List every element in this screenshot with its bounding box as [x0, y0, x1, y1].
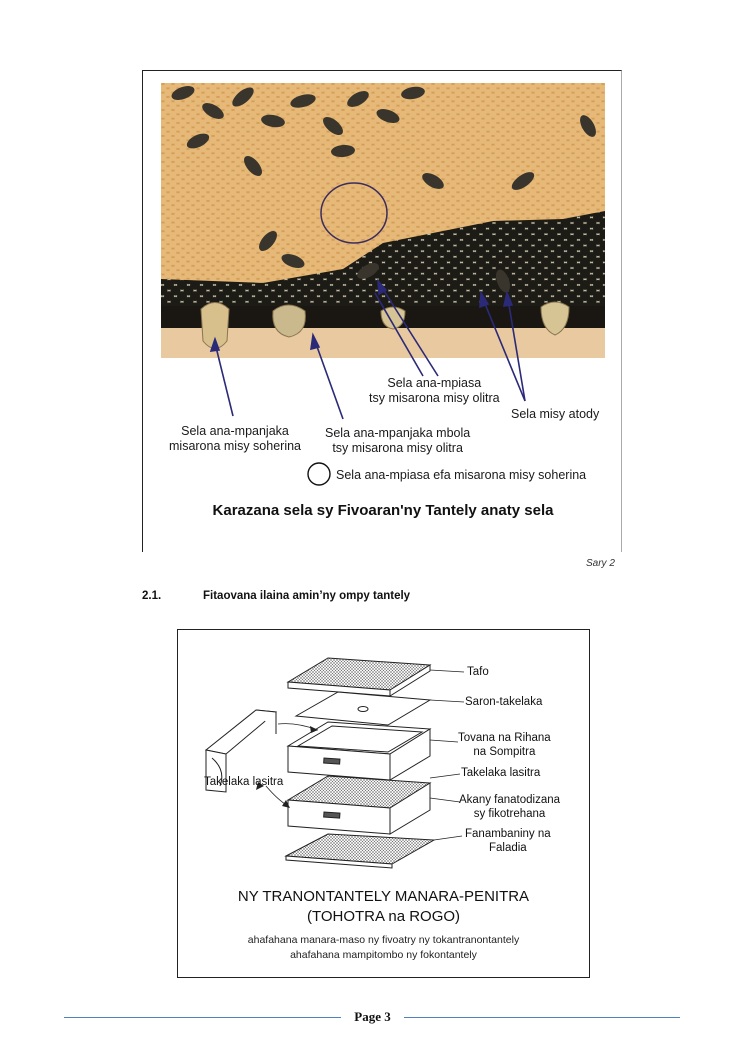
bees-cluster — [171, 86, 596, 293]
label-worker-capped: Sela ana-mpiasa efa misarona misy soheri… — [336, 468, 587, 482]
section-number: 2.1. — [142, 590, 162, 602]
label-fanambaniny: Fanambaniny na Faladia — [465, 828, 551, 854]
label-saron-takelaka: Saron-takelaka — [465, 696, 543, 708]
label-worker-open: Sela ana-mpiasa tsy misarona misy olitra — [369, 376, 500, 405]
leader-lines — [265, 669, 465, 841]
label-eggs: Sela misy atody — [511, 407, 600, 421]
label-takelaka-right: Takelaka lasitra — [461, 767, 541, 779]
label-queen-open: Sela ana-mpanjaka mbola tsy misarona mis… — [325, 426, 471, 455]
label-queen-capped: Sela ana-mpanjaka misarona misy soherina — [169, 424, 301, 453]
label-tovana: Tovana na Rihana na Sompitra — [458, 732, 551, 758]
arrow-heads — [256, 726, 318, 808]
honeycomb-illustration — [161, 83, 605, 486]
wooden-frame-bar — [161, 328, 605, 358]
lid-side — [389, 664, 431, 697]
open-cells-area — [161, 211, 605, 313]
brood-box-side — [389, 782, 431, 835]
figure-beehive-diagram: Tafo Saron-takelaka Tovana na Rihana na … — [177, 629, 590, 978]
page-number: Page 3 — [354, 1009, 391, 1024]
section-heading: Fitaovana ilaina amin’ny ompy tantely — [203, 590, 411, 602]
label-tafo: Tafo — [467, 666, 489, 678]
figure2-title-line2: (TOHOTRA na ROGO) — [306, 908, 461, 925]
label-akany: Akany fanatodizana sy fikotrehana — [459, 794, 561, 820]
footer-rule-left — [64, 1017, 341, 1018]
label-takelaka-left: Takelaka lasitra — [204, 776, 284, 788]
legend-circle-icon — [307, 462, 331, 486]
figure1-caption: Sary 2 — [586, 558, 615, 569]
hive-illustration — [204, 657, 465, 869]
footer-rule-right — [404, 1017, 680, 1018]
figure2-subtitle-line2: ahafahana mampitombo ny fokontantely — [290, 949, 477, 961]
figure-brood-cells: Sela ana-mpiasa tsy misarona misy olitra… — [142, 70, 622, 552]
figure2-title-line1: NY TRANONTANTELY MANARA-PENITRA — [237, 888, 530, 905]
figure1-title: Karazana sela sy Fivoaran'ny Tantely ana… — [212, 502, 554, 519]
figure2-subtitle-line1: ahafahana manara-maso ny fivoatry ny tok… — [247, 934, 520, 946]
super-side — [389, 728, 431, 781]
annotation-arrows — [209, 278, 526, 420]
marked-cells-circle — [320, 182, 388, 244]
